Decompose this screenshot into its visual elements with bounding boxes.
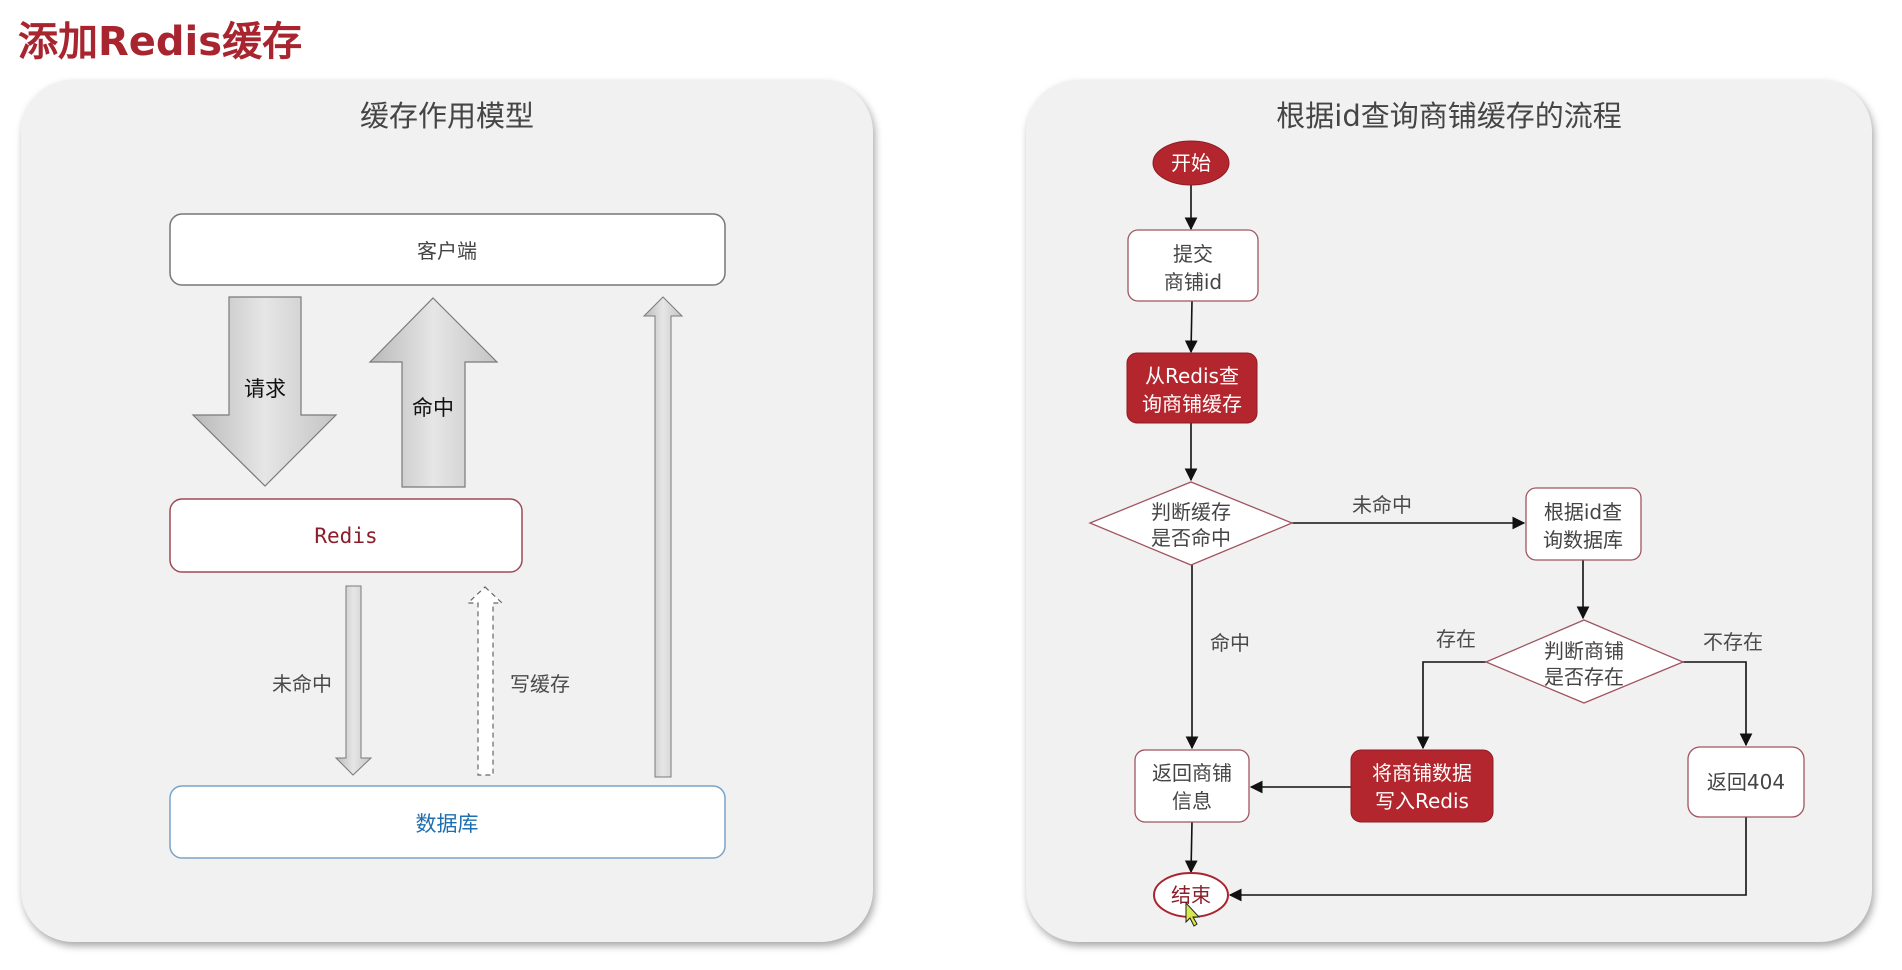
- check-exists-decision: 判断商铺 是否存在: [1484, 619, 1685, 704]
- write-redis-label-2: 写入Redis: [1375, 789, 1469, 813]
- edge-label-exists: 存在: [1436, 627, 1476, 651]
- edge-label-miss: 未命中: [1352, 493, 1412, 517]
- mouse-cursor-icon: [1185, 901, 1201, 927]
- write-cache-label: 写缓存: [510, 672, 570, 696]
- request-arrow: 请求: [191, 296, 338, 487]
- check-cache-label-1: 判断缓存: [1151, 500, 1231, 524]
- check-cache-label-2: 是否命中: [1151, 526, 1231, 550]
- submit-id-node: 提交 商铺id: [1127, 229, 1259, 302]
- start-label: 开始: [1171, 151, 1211, 175]
- edge-return-end: [1184, 821, 1198, 874]
- end-node: 结束: [1153, 872, 1229, 918]
- request-label: 请求: [244, 377, 286, 401]
- check-cache-decision: 判断缓存 是否命中: [1088, 481, 1294, 566]
- query-db-node: 根据id查 询数据库: [1525, 487, 1642, 561]
- query-redis-label-2: 询商铺缓存: [1142, 392, 1242, 416]
- hit-label: 命中: [412, 396, 454, 420]
- check-exists-label-2: 是否存在: [1544, 665, 1624, 689]
- database-node: 数据库: [169, 785, 726, 859]
- edge-label-hit: 命中: [1210, 631, 1250, 655]
- edge-label-not-exists: 不存在: [1703, 630, 1763, 654]
- end-label: 结束: [1171, 883, 1211, 907]
- page-title: 添加Redis缓存: [18, 19, 303, 65]
- write-redis-label-1: 将商铺数据: [1372, 761, 1472, 785]
- db-to-client-arrow: [642, 296, 684, 778]
- client-node: 客户端: [169, 213, 726, 286]
- redis-node: Redis: [169, 498, 523, 573]
- submit-id-label-1: 提交: [1173, 242, 1213, 266]
- miss-arrow: 未命中: [272, 585, 373, 776]
- start-node: 开始: [1152, 140, 1230, 186]
- miss-label: 未命中: [272, 672, 332, 696]
- submit-id-label-2: 商铺id: [1164, 270, 1222, 294]
- client-label: 客户端: [417, 239, 477, 263]
- query-db-label-1: 根据id查: [1544, 500, 1622, 524]
- query-redis-label-1: 从Redis查: [1145, 364, 1239, 388]
- cache-flow-title: 根据id查询商铺缓存的流程: [1276, 99, 1622, 133]
- hit-arrow: 命中: [368, 297, 499, 488]
- query-db-label-2: 询数据库: [1543, 528, 1623, 552]
- edge-404-end: [1228, 817, 1747, 902]
- check-exists-label-1: 判断商铺: [1544, 639, 1624, 663]
- database-label: 数据库: [416, 812, 479, 836]
- query-redis-node: 从Redis查 询商铺缓存: [1126, 352, 1258, 424]
- return-info-label-2: 信息: [1172, 789, 1212, 813]
- return-404-label: 返回404: [1707, 770, 1785, 794]
- return-info-node: 返回商铺 信息: [1134, 749, 1250, 823]
- edge-submit-query: [1184, 300, 1198, 354]
- cache-model-title: 缓存作用模型: [359, 99, 534, 133]
- return-info-label-1: 返回商铺: [1152, 761, 1232, 785]
- edge-exists-write: [1416, 661, 1486, 750]
- write-redis-node: 将商铺数据 写入Redis: [1350, 749, 1494, 823]
- redis-label: Redis: [314, 524, 377, 548]
- return-404-node: 返回404: [1687, 746, 1805, 818]
- flow-edges: [1184, 185, 1753, 902]
- write-cache-arrow: 写缓存: [466, 586, 570, 776]
- edge-notexists-404: [1682, 661, 1753, 747]
